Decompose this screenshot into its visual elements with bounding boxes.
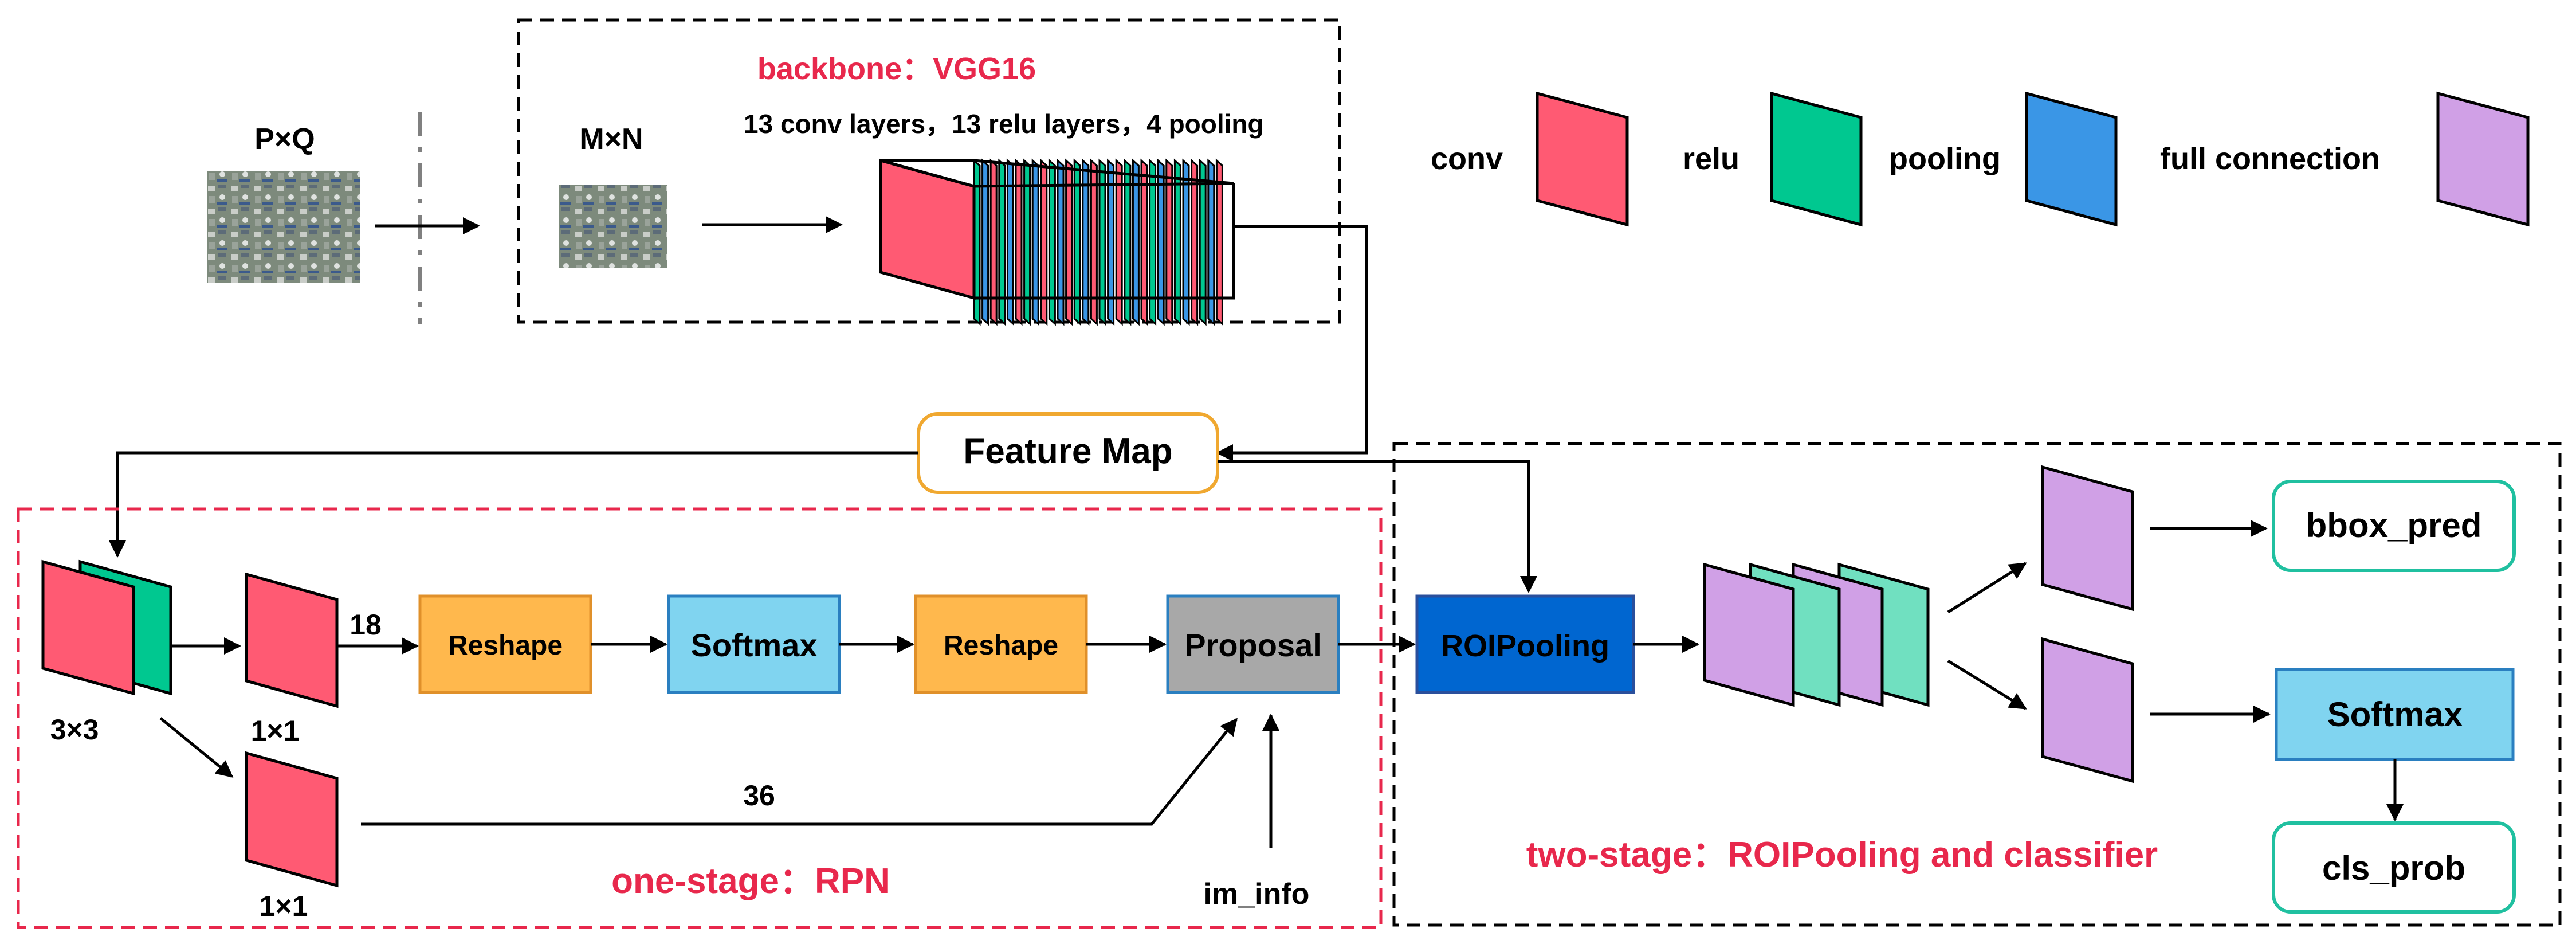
vgg16-layer-stripe	[989, 158, 998, 326]
vgg16-layer-stripe	[1173, 158, 1181, 326]
stage2-cls-prob-label: cls_prob	[2322, 849, 2465, 887]
vgg16-layer-stack	[879, 158, 1235, 326]
rpn-cls-conv1x1-label: 1×1	[251, 715, 300, 747]
vgg16-layer-stripe	[1040, 158, 1048, 326]
vgg16-stack-bottom-edge	[974, 183, 1235, 300]
stage2-roipooling-label: ROIPooling	[1441, 629, 1609, 663]
vgg16-layer-stripe	[1149, 158, 1157, 326]
vgg16-layer-stripe	[1215, 158, 1223, 326]
vgg16-layer-stripe	[1031, 158, 1039, 326]
vgg16-layer-stripe	[1165, 158, 1173, 326]
fc-stack-to-cls-fc-arrow	[1947, 659, 2027, 710]
stage2-cls-prob-box	[2272, 821, 2516, 914]
legend-full-connection-icon	[2436, 91, 2530, 227]
rpn-proposal-label: Proposal	[1184, 627, 1322, 663]
fc-stack-layer-1	[1703, 562, 1795, 707]
rpn-reg-conv1x1-label: 1×1	[260, 890, 308, 922]
resized-satellite-image	[559, 185, 667, 268]
backbone-subtitle: 13 conv layers，13 relu layers，4 pooling	[744, 109, 1264, 139]
vgg16-layer-stripe	[1182, 158, 1190, 326]
legend-relu-label: relu	[1683, 142, 1739, 176]
stage2-cls-fc-layer	[2041, 637, 2134, 784]
legend-pooling-label: pooling	[1889, 142, 2001, 176]
legend-relu-icon	[1770, 91, 1863, 227]
rpn-softmax-box	[667, 594, 841, 694]
rpn-conv3x3-layer	[41, 559, 135, 696]
vgg16-layer-stripe	[1057, 158, 1065, 326]
rpn-softmax-label: Softmax	[691, 627, 818, 663]
stage2-bbox-pred-label: bbox_pred	[2306, 506, 2482, 544]
stage2-softmax-label: Softmax	[2327, 695, 2463, 734]
vgg16-layer-stripe	[1065, 158, 1073, 326]
featuremap-to-rpn-arrow	[109, 451, 918, 558]
stage2-fc-stack	[1703, 562, 1930, 707]
vgg16-layer-stripe	[1191, 158, 1199, 326]
legend-full-connection-label: full connection	[2160, 142, 2380, 176]
legend-conv-label: conv	[1431, 142, 1503, 176]
vgg16-layer-stripe	[1124, 158, 1132, 326]
vgg16-layer-stripe	[1098, 158, 1106, 326]
rpn-reg-conv1x1-layer	[245, 751, 339, 888]
backbone-title: backbone：VGG16	[757, 52, 1036, 86]
reg-conv-to-proposal-arrow	[361, 718, 1238, 826]
vgg16-layer-stripe	[1090, 158, 1098, 326]
vgg16-layer-stripe	[1207, 158, 1215, 326]
rpn-cls-conv1x1-layer	[245, 572, 339, 708]
stage2-box	[1392, 442, 2562, 927]
rpn-reshape1-label: Reshape	[448, 630, 563, 661]
rpn-reg-channels-label: 36	[743, 779, 775, 812]
vgg16-layer-stripe	[1073, 158, 1081, 326]
stage2-roipooling-box	[1415, 594, 1635, 694]
conv3x3-to-reg-conv-arrow	[159, 717, 234, 778]
backbone-to-featuremap-connector	[1216, 225, 1368, 461]
stage2-bbox-pred-box	[2272, 480, 2516, 572]
fc-stack-to-bbox-fc-arrow	[1947, 562, 2027, 614]
resized-size-label: M×N	[579, 123, 643, 156]
stage2-bbox-fc-layer	[2041, 465, 2134, 612]
rpn-box	[17, 507, 1383, 929]
vgg16-layer-stripe	[1199, 158, 1207, 326]
vgg16-layer-stripe	[1107, 158, 1115, 326]
rpn-iminfo-label: im_info	[1204, 878, 1310, 911]
vgg16-layer-stripe	[1115, 158, 1123, 326]
input-size-label: P×Q	[254, 123, 315, 156]
vgg16-layer-stripe	[981, 158, 989, 326]
feature-map-label: Feature Map	[963, 432, 1172, 471]
rpn-reshape2-label: Reshape	[944, 630, 1058, 661]
legend-pooling-icon	[2025, 91, 2118, 227]
input-satellite-image	[207, 171, 360, 283]
rpn-proposal-box	[1166, 594, 1340, 694]
backbone-box	[517, 18, 1341, 324]
featuremap-to-roipooling-arrow	[1218, 460, 1537, 593]
legend-conv-icon	[1536, 91, 1629, 227]
stage2-title: two-stage：ROIPooling and classifier	[1526, 835, 2158, 875]
rpn-cls-channels-label: 18	[350, 609, 382, 641]
vgg16-layer-stripe	[1132, 158, 1140, 326]
rpn-conv3x3-label: 3×3	[50, 714, 99, 746]
vgg16-layer-stripe	[1082, 158, 1090, 326]
rpn-stage-title: one-stage：RPN	[611, 861, 890, 901]
vgg16-layer-stripe	[1048, 158, 1056, 326]
vgg16-layer-stripe	[1140, 158, 1148, 326]
vgg16-layer-stripe	[1157, 158, 1165, 326]
